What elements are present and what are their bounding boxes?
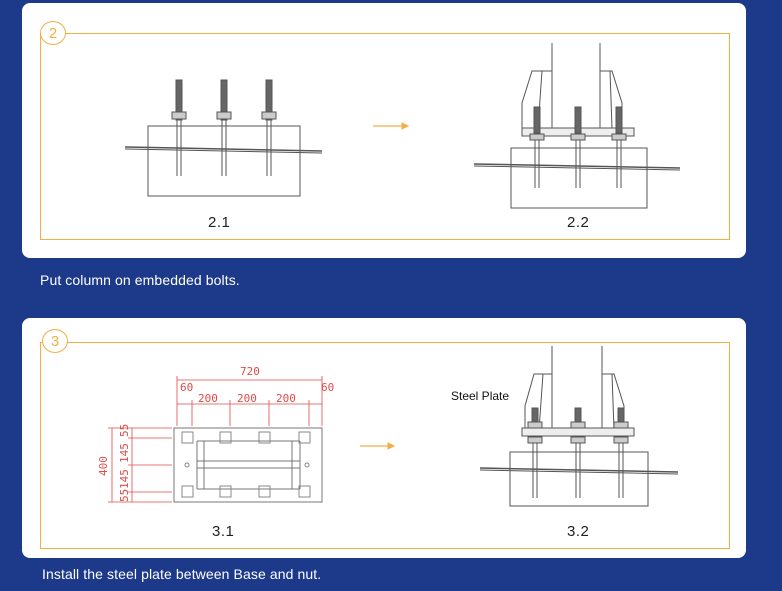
dim-spacing-3: 200 bbox=[276, 392, 296, 405]
figure-3-2-column bbox=[479, 346, 679, 507]
figure-3-1-dimensions bbox=[108, 376, 323, 503]
step-2-badge: 2 bbox=[40, 21, 66, 45]
steel-plate-label: Steel Plate bbox=[451, 389, 509, 403]
dim-v-bottom: 55 bbox=[118, 489, 131, 502]
dim-v-top: 55 bbox=[118, 424, 131, 437]
arrow-2-icon bbox=[373, 122, 410, 130]
figure-2-2-column bbox=[473, 43, 681, 209]
figure-3-2-label: 3.2 bbox=[567, 523, 590, 540]
dim-height: 400 bbox=[97, 456, 110, 476]
figure-3-1-label: 3.1 bbox=[212, 523, 235, 540]
dim-v-mid2: 145 bbox=[118, 469, 131, 489]
figure-2-1-label: 2.1 bbox=[208, 214, 231, 231]
dim-edge-left: 60 bbox=[180, 381, 193, 394]
step-3-caption: Install the steel plate between Base and… bbox=[42, 566, 322, 582]
dim-spacing-2: 200 bbox=[237, 392, 257, 405]
dim-spacing-1: 200 bbox=[198, 392, 218, 405]
step-2-frame bbox=[40, 33, 730, 240]
step-3-card: 3 bbox=[22, 318, 746, 558]
step-2-card: 2 bbox=[22, 3, 746, 258]
step-2-drawing bbox=[124, 43, 681, 209]
figure-2-1-bolts bbox=[124, 79, 323, 197]
dim-v-mid1: 145 bbox=[118, 443, 131, 463]
step-3-badge: 3 bbox=[42, 329, 68, 353]
dim-total-width: 720 bbox=[240, 365, 260, 378]
step-2-caption: Put column on embedded bolts. bbox=[40, 272, 240, 288]
dim-edge-right: 60 bbox=[321, 381, 334, 394]
arrow-3-icon bbox=[360, 442, 396, 450]
step-3-frame bbox=[40, 342, 730, 549]
step-3-drawing: 720 60 60 200 200 200 400 55 145 145 55 bbox=[97, 346, 679, 507]
figure-2-2-label: 2.2 bbox=[567, 214, 590, 231]
figure-3-1-base-plate bbox=[173, 427, 323, 503]
